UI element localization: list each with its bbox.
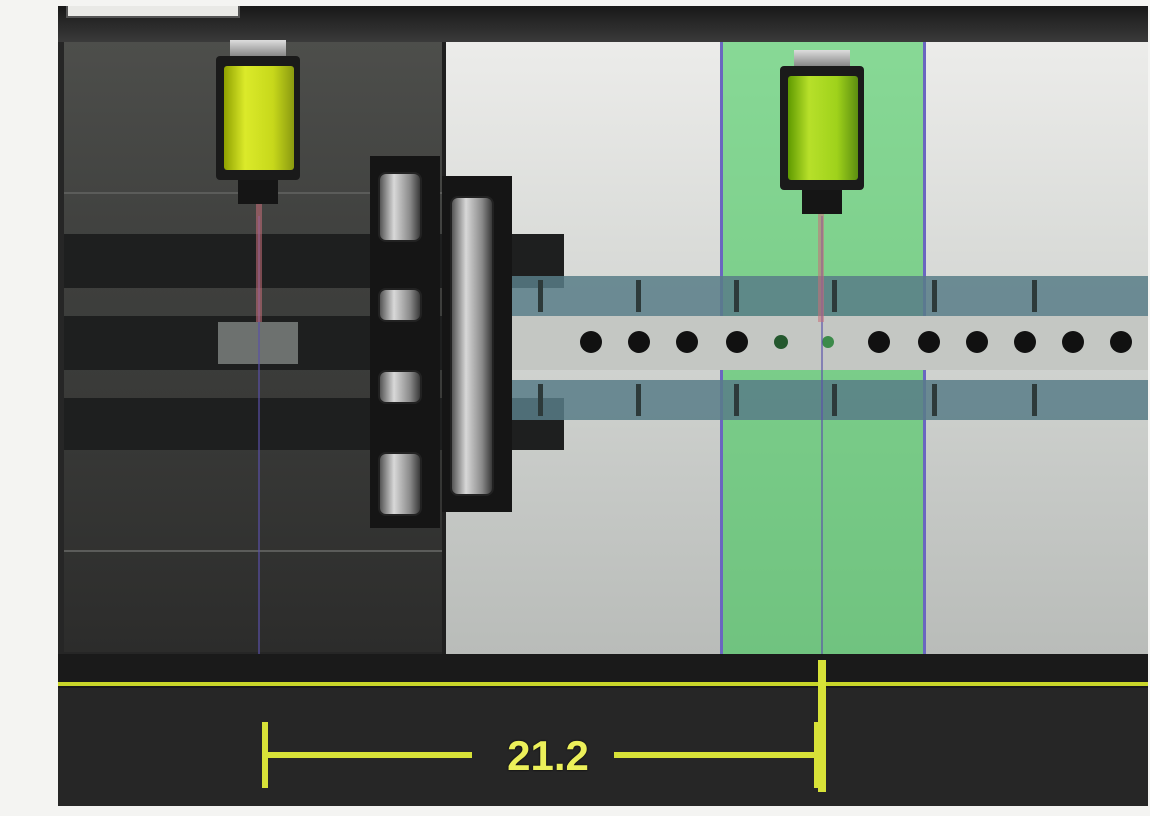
perforation-hole <box>966 331 988 353</box>
sensor-lens <box>224 66 294 170</box>
perforation-hole <box>1062 331 1084 353</box>
film-tick <box>538 280 543 312</box>
perforation-hole <box>726 331 748 353</box>
perforation-hole <box>676 331 698 353</box>
dimension-end-tick <box>814 722 820 788</box>
proximity-sensor-icon[interactable] <box>216 40 302 204</box>
dimension-start-tick <box>262 722 268 788</box>
film-tick <box>538 384 543 416</box>
perforation-hole <box>774 335 788 349</box>
roller <box>378 452 422 516</box>
guide-line <box>821 216 823 656</box>
machine-view: 21.2 <box>58 6 1148 806</box>
perforation-hole <box>628 331 650 353</box>
sensor-cap <box>794 50 850 66</box>
perforation-hole <box>822 336 834 348</box>
sensor-lens <box>788 76 858 180</box>
film-tick <box>832 280 837 312</box>
film-strip-bottom <box>442 380 1148 420</box>
roller <box>378 172 422 242</box>
film-tick <box>734 280 739 312</box>
perforation-hole <box>1110 331 1132 353</box>
perforation-hole <box>580 331 602 353</box>
ruler-marker[interactable] <box>818 660 826 792</box>
film-tick <box>832 384 837 416</box>
sensor-cap <box>230 40 286 56</box>
film-tick <box>636 384 641 416</box>
film-strip-top <box>442 276 1148 316</box>
dimension-line-left <box>268 752 472 758</box>
perforation-hole <box>868 331 890 353</box>
film-tick <box>1032 280 1037 312</box>
sensor-beam <box>256 202 262 322</box>
dimension-value-label: 21.2 <box>507 732 589 779</box>
guide-line <box>258 216 260 656</box>
sensor-beam <box>818 212 824 322</box>
film-tick <box>636 280 641 312</box>
measurement-ruler <box>58 682 1148 686</box>
perforation-hole <box>1014 331 1036 353</box>
sensor-foot <box>802 190 842 214</box>
dimension-line-right <box>614 752 814 758</box>
top-bar <box>58 6 1148 42</box>
panel-divider <box>64 550 442 552</box>
film-tick <box>932 280 937 312</box>
roller <box>378 288 422 322</box>
top-tab <box>66 6 240 18</box>
perforation-hole <box>918 331 940 353</box>
film-tick <box>734 384 739 416</box>
proximity-sensor-icon[interactable] <box>780 50 866 214</box>
film-tick <box>932 384 937 416</box>
sensor-foot <box>238 180 278 204</box>
film-tick <box>1032 384 1037 416</box>
roller <box>450 196 494 496</box>
roller <box>378 370 422 404</box>
